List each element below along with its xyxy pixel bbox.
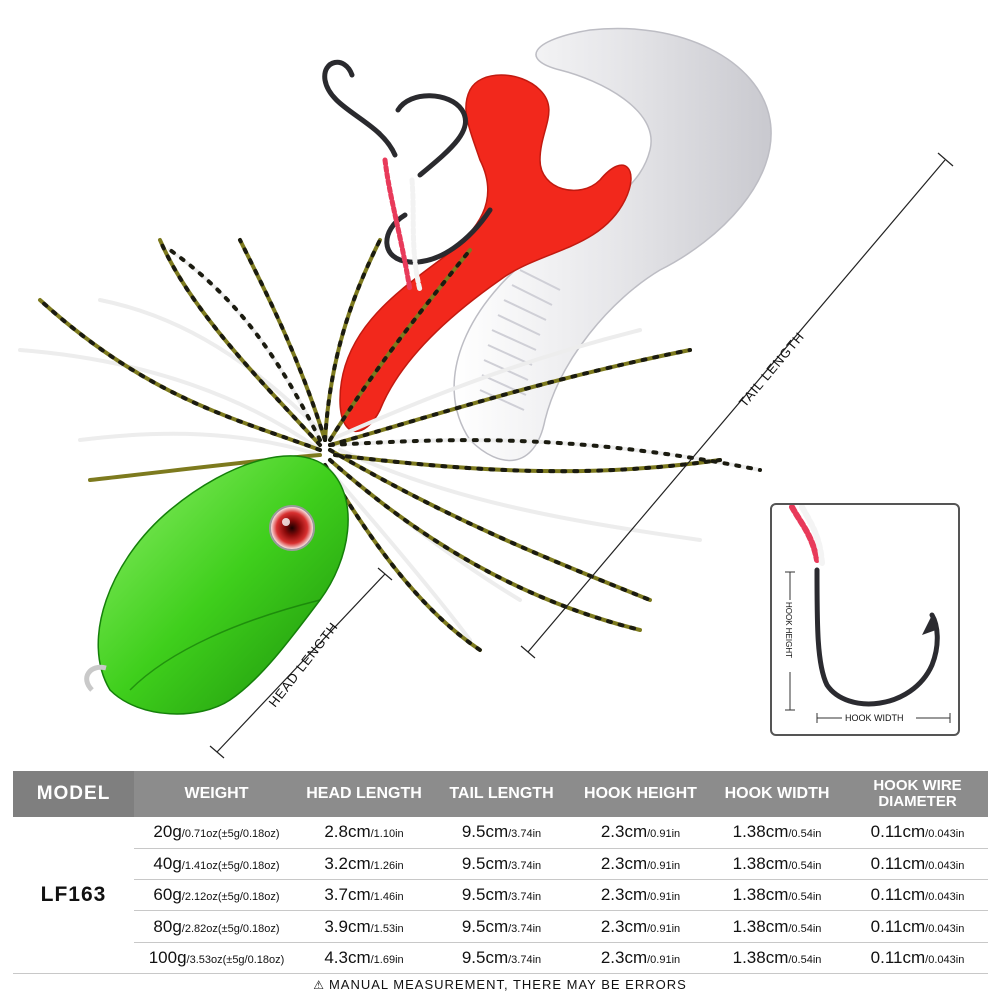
hook-width-cell: 1.38cm/0.54in <box>707 848 847 881</box>
model-cell: LF163 <box>13 817 134 974</box>
lure-illustration: TAIL LENGTH HEAD LENGTH <box>18 27 954 759</box>
hook-height-cell: 2.3cm/0.91in <box>574 817 707 849</box>
warning-triangle-icon: ⚠ <box>313 978 325 992</box>
model-header: MODEL <box>13 771 134 817</box>
hook-height-cell: 2.3cm/0.91in <box>574 879 707 912</box>
weight-cell: 40g/1.41oz(±5g/0.18oz) <box>134 848 299 881</box>
table-header-row: MODEL WEIGHT HEAD LENGTH TAIL LENGTH HOO… <box>13 771 988 817</box>
silicone-skirt <box>18 238 762 652</box>
assist-hooks <box>322 59 493 265</box>
hook-width-cell: 1.38cm/0.54in <box>707 879 847 912</box>
spec-table: MODEL WEIGHT HEAD LENGTH TAIL LENGTH HOO… <box>13 771 988 975</box>
hook-height-label: HOOK HEIGHT <box>784 602 793 658</box>
head-length-cell: 2.8cm/1.10in <box>299 817 429 849</box>
hook-width-label: HOOK WIDTH <box>845 713 904 723</box>
wire-diameter-cell: 0.11cm/0.043in <box>847 879 988 912</box>
hook-width-cell: 1.38cm/0.54in <box>707 910 847 943</box>
hook-width-header: HOOK WIDTH <box>707 771 847 817</box>
hook-detail-inset: HOOK HEIGHT HOOK WIDTH <box>770 503 960 736</box>
wire-diameter-cell: 0.11cm/0.043in <box>847 848 988 881</box>
head-length-cell: 3.7cm/1.46in <box>299 879 429 912</box>
tail-length-header: TAIL LENGTH <box>429 771 574 817</box>
wire-diameter-cell: 0.11cm/0.043in <box>847 817 988 849</box>
red-curly-tail <box>339 74 632 432</box>
green-jig-head <box>84 455 349 715</box>
hook-height-cell: 2.3cm/0.91in <box>574 848 707 881</box>
weight-cell: 100g/3.53oz(±5g/0.18oz) <box>134 942 299 975</box>
tail-length-cell: 9.5cm/3.74in <box>429 910 574 943</box>
head-length-cell: 3.9cm/1.53in <box>299 910 429 943</box>
hook-height-cell: 2.3cm/0.91in <box>574 910 707 943</box>
head-length-header: HEAD LENGTH <box>299 771 429 817</box>
tail-length-cell: 9.5cm/3.74in <box>429 879 574 912</box>
hook-height-cell: 2.3cm/0.91in <box>574 942 707 975</box>
weight-cell: 60g/2.12oz(±5g/0.18oz) <box>134 879 299 912</box>
weight-cell: 80g/2.82oz(±5g/0.18oz) <box>134 910 299 943</box>
disclaimer-text: MANUAL MEASUREMENT, THERE MAY BE ERRORS <box>328 977 687 992</box>
assist-cord <box>382 157 423 293</box>
measurement-disclaimer: ⚠MANUAL MEASUREMENT, THERE MAY BE ERRORS <box>0 977 1000 992</box>
tail-length-cell: 9.5cm/3.74in <box>429 817 574 849</box>
head-length-cell: 4.3cm/1.69in <box>299 942 429 975</box>
hook-width-cell: 1.38cm/0.54in <box>707 817 847 849</box>
eye-icon <box>269 505 315 551</box>
tail-length-cell: 9.5cm/3.74in <box>429 848 574 881</box>
hook-width-cell: 1.38cm/0.54in <box>707 942 847 975</box>
tail-length-label: TAIL LENGTH <box>736 329 808 410</box>
tail-length-dimension <box>520 152 954 659</box>
head-length-dimension <box>209 567 393 759</box>
tail-length-cell: 9.5cm/3.74in <box>429 942 574 975</box>
detail-hook-icon <box>814 567 940 707</box>
wire-diameter-cell: 0.11cm/0.043in <box>847 910 988 943</box>
weight-header: WEIGHT <box>134 771 299 817</box>
head-length-cell: 3.2cm/1.26in <box>299 848 429 881</box>
wire-diameter-cell: 0.11cm/0.043in <box>847 942 988 975</box>
hook-height-header: HOOK HEIGHT <box>574 771 707 817</box>
line-tie-eye <box>84 664 107 692</box>
detail-assist-cord <box>789 505 825 566</box>
wire-diameter-header: HOOK WIRE DIAMETER <box>847 771 988 817</box>
weight-cell: 20g/0.71oz(±5g/0.18oz) <box>134 817 299 849</box>
